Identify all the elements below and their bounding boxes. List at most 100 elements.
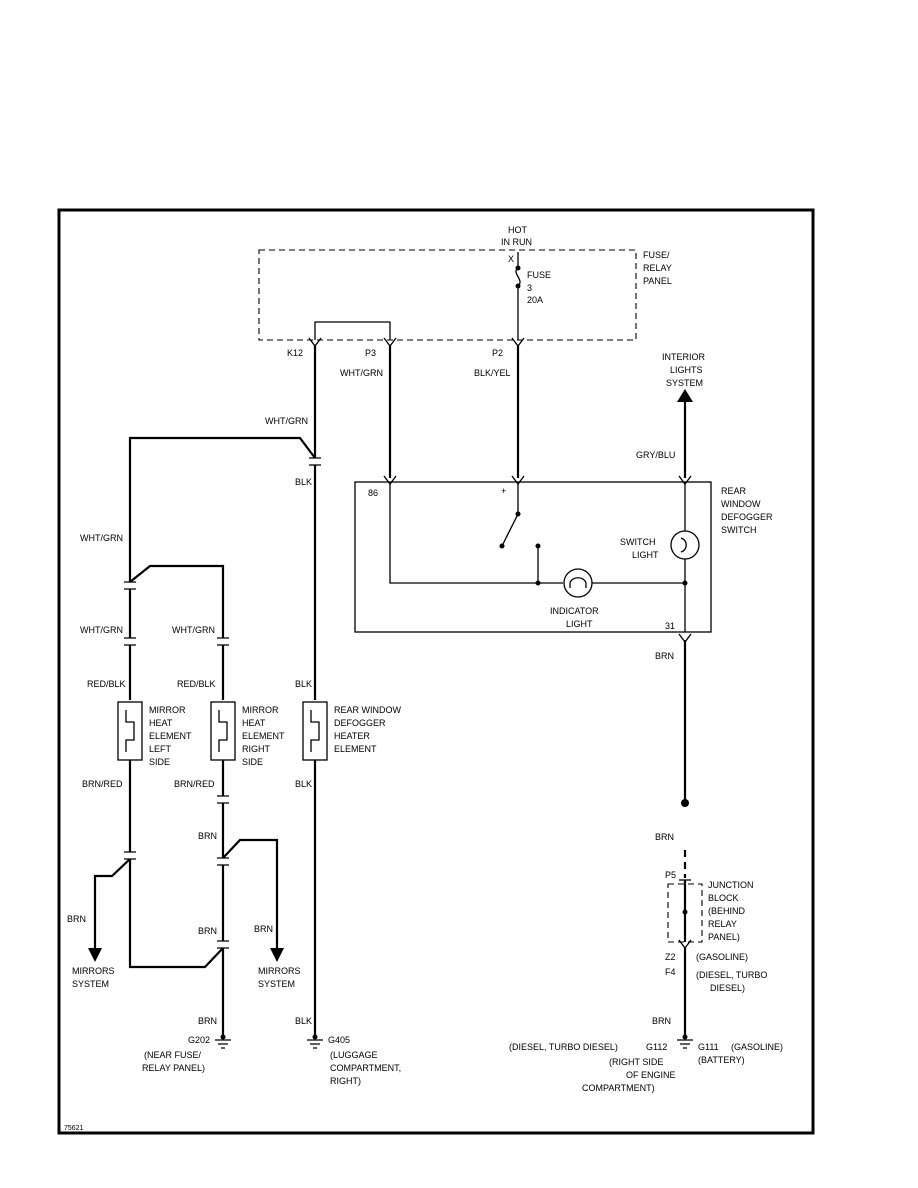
right-brn-red-label: BRN/RED [174, 779, 215, 789]
left-red-blk-label: RED/BLK [87, 679, 126, 689]
switch-label-2: WINDOW [721, 499, 761, 509]
indicator-node-left [535, 580, 541, 586]
indicator-light-filament [569, 577, 587, 588]
diagram-id: 75621 [64, 1125, 84, 1132]
g111-ground-symbol [677, 1039, 693, 1049]
right-red-blk-label: RED/BLK [177, 679, 216, 689]
junction-label-4: RELAY [708, 919, 737, 929]
heat-element-right-symbol [218, 710, 228, 752]
right-ground-splice [217, 857, 229, 866]
g405-ground-node [312, 1034, 318, 1040]
pin-31: 31 [665, 621, 675, 631]
switch-light-label-2: LIGHT [632, 550, 659, 560]
gry-blu-label: GRY/BLU [636, 450, 675, 460]
g202-label-2: RELAY PANEL) [142, 1063, 205, 1073]
pin-p2: P2 [492, 348, 503, 358]
right-brn-label-1: BRN [198, 831, 217, 841]
junction-block-box [667, 883, 703, 943]
g202-label-1: (NEAR FUSE/ [144, 1050, 202, 1060]
pin-plus: + [501, 486, 506, 496]
junction-node [682, 909, 688, 915]
g405-label-2: COMPARTMENT, [330, 1063, 401, 1073]
g111-id: G111 [698, 1042, 719, 1052]
g405-ground-symbol [307, 1039, 323, 1049]
mirror-right-label-4: RIGHT [242, 744, 271, 754]
right-brn-label-2: BRN [198, 926, 217, 936]
fuse-panel-label-2: RELAY [643, 263, 672, 273]
mirror-right-label-5: SIDE [242, 757, 263, 767]
hot-x-mark: X [508, 254, 514, 264]
left-mirror-feed-wire [128, 436, 316, 582]
g112-id: G112 [646, 1042, 667, 1052]
switch-light-filament [680, 537, 687, 553]
right-mirrors-system-label-1: MIRRORS [258, 966, 301, 976]
heater-label-1: REAR WINDOW [334, 705, 402, 715]
g112-label-3: COMPARTMENT) [582, 1083, 655, 1093]
mirror-left-label-1: MIRROR [149, 705, 186, 715]
left-mirrors-system-wire [93, 858, 131, 950]
z2-note: (GASOLINE) [696, 952, 748, 962]
pin-z2: Z2 [665, 952, 676, 962]
k12-wire-label: WHT/GRN [265, 416, 308, 426]
pin-f4: F4 [665, 967, 676, 977]
k12-splice-connector [309, 457, 321, 466]
left-splice-connector [124, 581, 136, 590]
g112-prefix: (DIESEL, TURBO DIESEL) [509, 1042, 618, 1052]
fuse-panel-label-1: FUSE/ [643, 250, 670, 260]
switch-blade [501, 513, 519, 547]
p2-wire-label: BLK/YEL [474, 368, 511, 378]
g405-blk-label: BLK [295, 1016, 312, 1026]
k12-blk-label: BLK [295, 477, 312, 487]
heater-blk-bottom-label: BLK [295, 779, 312, 789]
left-mirrors-system-label-2: SYSTEM [72, 979, 109, 989]
left-brn-red-label: BRN/RED [82, 779, 123, 789]
g202-brn-label: BRN [198, 1016, 217, 1026]
g405-label-3: RIGHT) [330, 1076, 361, 1086]
rear-window-heater-element [302, 701, 328, 761]
switch-light-label-1: SWITCH [620, 537, 656, 547]
switch-label-3: DEFOGGER [721, 512, 773, 522]
mirror-left-label-3: ELEMENT [149, 731, 192, 741]
heat-element-left-symbol [125, 710, 135, 752]
g202-ground-symbol [215, 1039, 231, 1049]
switch-light-bulb [670, 530, 700, 560]
fuse-rating: 20A [527, 295, 543, 305]
g405-label-1: (LUGGAGE [330, 1050, 378, 1060]
gry-blu-connector [678, 475, 692, 486]
g202-id: G202 [188, 1035, 210, 1045]
right-mirror-out-connector [217, 795, 229, 804]
fuse-panel-label-3: PANEL [643, 276, 672, 286]
f4-note-1: (DIESEL, TURBO [696, 970, 767, 980]
mirror-left-label-2: HEAT [149, 718, 173, 728]
indicator-light-label-1: INDICATOR [550, 606, 599, 616]
left-mirrors-system-label-1: MIRRORS [72, 966, 115, 976]
heater-blk-top-label: BLK [295, 679, 312, 689]
mirror-heat-element-right [210, 701, 236, 761]
left-wht-grn-label-1: WHT/GRN [80, 533, 123, 543]
g111-ground-node [682, 1034, 688, 1040]
indicator-light-bulb [563, 568, 593, 598]
junction-label-2: BLOCK [708, 893, 739, 903]
pin-86: 86 [368, 488, 378, 498]
pin-p3: P3 [365, 348, 376, 358]
switch-brn-label-2: BRN [655, 832, 674, 842]
heater-label-3: HEATER [334, 731, 370, 741]
pin-k12: K12 [287, 348, 303, 358]
junction-label-1: JUNCTION [708, 880, 754, 890]
right-brn-mirrors-label: BRN [254, 924, 273, 934]
g405-id: G405 [328, 1035, 350, 1045]
g112-label-1: (RIGHT SIDE [609, 1057, 663, 1067]
f4-note-2: DIESEL) [710, 983, 745, 993]
interior-lights-label-3: SYSTEM [666, 378, 703, 388]
right-mirrors-arrow [270, 948, 284, 962]
right-mirrors-system-wire [222, 838, 279, 950]
junction-label-5: PANEL) [708, 932, 740, 942]
g112-label-2: OF ENGINE [626, 1070, 676, 1080]
switch-label-1: REAR [721, 486, 747, 496]
p3-wire-label: WHT/GRN [340, 368, 383, 378]
left-wht-grn-label-2: WHT/GRN [80, 625, 123, 635]
indicator-light-label-2: LIGHT [566, 619, 593, 629]
interior-lights-arrow [677, 389, 693, 402]
mirror-right-label-2: HEAT [242, 718, 266, 728]
